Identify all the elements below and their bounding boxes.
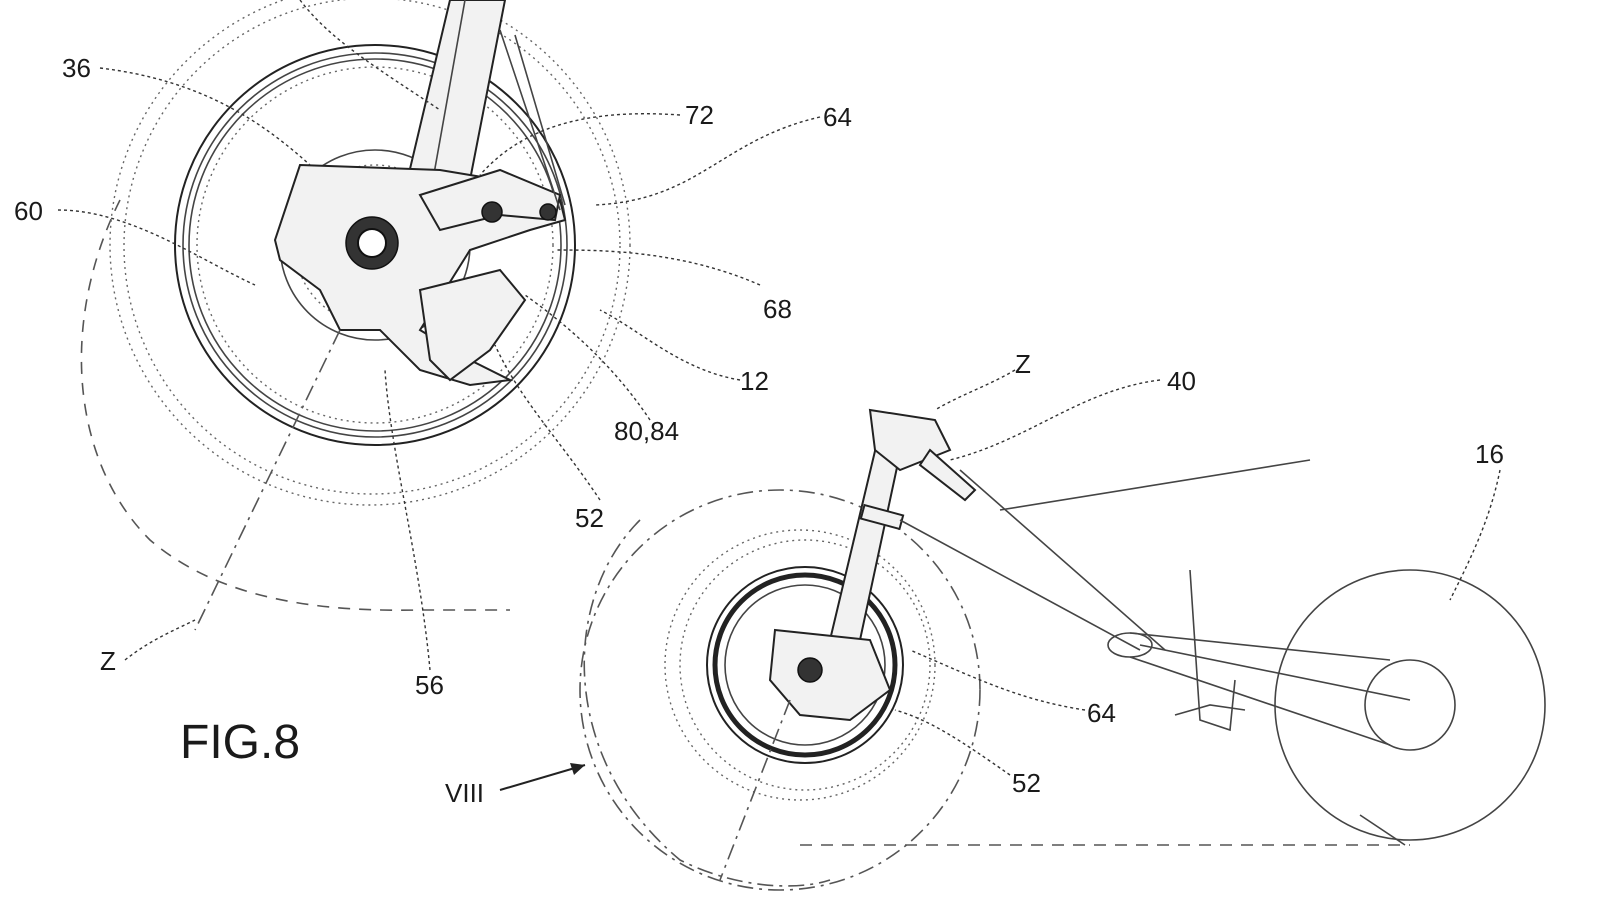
tire-outer (109, 0, 631, 506)
label-16: 16 (1475, 439, 1504, 469)
rear-linkage (1189, 569, 1236, 732)
link-pivot-2 (539, 203, 557, 221)
rear-linkage-2 (1174, 704, 1246, 716)
section-arrow (499, 764, 586, 791)
swingarm-upper (1129, 632, 1391, 661)
leader-lines-bottom (499, 369, 1501, 791)
front-rim (706, 566, 904, 764)
label-12: 12 (740, 366, 769, 396)
label-56: 56 (415, 670, 444, 700)
rim-edge (196, 66, 554, 424)
label-52-top: 52 (575, 503, 604, 533)
brake-caliper (418, 268, 527, 382)
label-z-vehicle: Z (1015, 349, 1031, 379)
frame-tube-upper (999, 459, 1311, 511)
frame-tube-main (959, 469, 1166, 651)
hub-bore (357, 228, 387, 258)
tie-rod-2 (514, 34, 566, 206)
label-36: 36 (62, 53, 91, 83)
rear-contact (1359, 814, 1406, 846)
tie-rod (499, 29, 561, 211)
label-68: 68 (763, 294, 792, 324)
label-64-bottom: 64 (1087, 698, 1116, 728)
fork-tube (403, 0, 507, 192)
rim-inner (188, 58, 562, 432)
fork-tube-line (431, 0, 466, 186)
rear-wheel (1274, 569, 1546, 841)
label-60: 60 (14, 196, 43, 226)
handlebar (918, 448, 977, 502)
figure-title: FIG.8 (180, 716, 300, 769)
front-tire-outer-2 (679, 539, 931, 791)
enlarged-front-wheel-detail (80, 0, 631, 631)
front-hub (797, 657, 823, 683)
rim-outer (174, 44, 576, 446)
section-arrowhead (570, 763, 585, 775)
frame-tube-lower (899, 519, 1141, 651)
fork-clamp (859, 503, 905, 531)
front-steering-envelope (583, 519, 831, 887)
front-hub-assembly (768, 628, 892, 722)
label-80-84: 80,84 (614, 416, 679, 446)
label-40: 40 (1167, 366, 1196, 396)
front-steering-axis (719, 699, 791, 881)
front-rim-inner (724, 584, 886, 746)
tire-outer-2 (123, 0, 621, 495)
label-z-top-detail: Z (100, 646, 116, 676)
rim-mid (182, 52, 568, 438)
leader-lines-top (57, 0, 821, 671)
steering-link (418, 168, 562, 232)
steering-envelope (80, 199, 510, 611)
rear-hub (1364, 659, 1456, 751)
section-marker: VIII (445, 778, 484, 808)
label-64-top: 64 (823, 102, 852, 132)
swingarm-center (1139, 644, 1411, 701)
front-rim-thick (712, 572, 898, 758)
steering-axis-z (194, 329, 341, 631)
swingarm-lower (1129, 656, 1391, 746)
link-pivot (481, 201, 503, 223)
label-52-bottom: 52 (1012, 768, 1041, 798)
front-envelope-circle (579, 489, 981, 891)
vehicle-overview (579, 408, 1546, 891)
front-tire-outer (664, 529, 936, 801)
label-72: 72 (685, 100, 714, 130)
